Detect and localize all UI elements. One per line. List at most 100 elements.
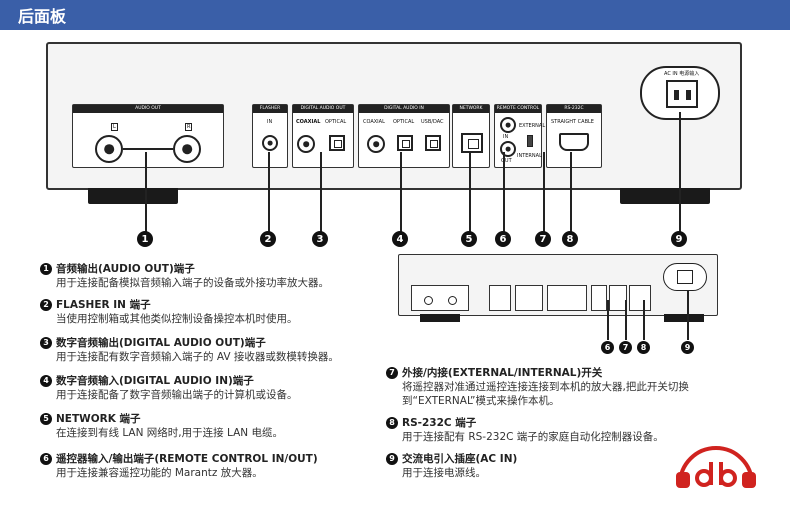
flasher-in-label: IN: [267, 119, 273, 125]
desc-7: 7 外接/内接(EXTERNAL/INTERNAL)开关 将遥控器对准通过遥控连接…: [386, 366, 746, 408]
ac-in-label: AC IN 电源输入: [664, 71, 700, 77]
network-module: NETWORK: [452, 104, 490, 168]
callout-8: 8: [562, 231, 578, 247]
callout-line-4: [400, 152, 402, 232]
mini-rear-panel: [398, 254, 718, 316]
mini-left-foot: [420, 314, 460, 322]
optical-out-label: OPTICAL: [325, 119, 347, 125]
desc-6-body: 用于连接兼容遥控功能的 Marantz 放大器。: [56, 467, 263, 479]
desc-1-num: 1: [40, 263, 52, 275]
audio-out-connector: [123, 148, 173, 150]
desc-2: 2 FLASHER IN 端子 当使用控制箱或其他类似控制设备操控本机时使用。: [40, 298, 298, 326]
network-port: [461, 133, 483, 153]
coaxial-out-label: COAXIAL: [296, 119, 321, 125]
flasher-module: FLASHER IN: [252, 104, 288, 168]
callout-line-6: [503, 152, 505, 232]
mini-ac-in: [663, 263, 707, 291]
section-header: 后面板: [0, 0, 790, 30]
callout-line-5: [469, 152, 471, 232]
callout-3: 3: [312, 231, 328, 247]
brand-logo-icon: [676, 446, 756, 488]
desc-1-body: 用于连接配备模拟音频输入端子的设备或外接功率放大器。: [56, 277, 329, 289]
audio-out-left-label: L: [111, 123, 118, 131]
section-title: 后面板: [18, 7, 67, 26]
digital-audio-in-module: DIGITAL AUDIO IN COAXIAL OPTICAL USB/DAC: [358, 104, 450, 168]
callout-4: 4: [392, 231, 408, 247]
desc-1-title: 音频输出(AUDIO OUT)端子: [56, 263, 195, 275]
audio-out-right-jack: [173, 135, 201, 163]
desc-6: 6 遥控器输入/输出端子(REMOTE CONTROL IN/OUT) 用于连接兼…: [40, 452, 318, 480]
desc-8-body: 用于连接配有 RS-232C 端子的家庭自动化控制器设备。: [402, 431, 664, 443]
mini-callout-8: 8: [637, 341, 650, 354]
callout-5: 5: [461, 231, 477, 247]
remote-in-jack: [500, 117, 516, 133]
desc-7-body: 将遥控器对准通过遥控连接连接到本机的放大器,把此开关切换到“EXTERNAL”模…: [402, 381, 689, 407]
desc-9-body: 用于连接电源线。: [402, 467, 486, 479]
rear-panel-diagram: AUDIO OUT L R FLASHER IN DIGITAL AUDIO O…: [46, 42, 742, 190]
internal-label: INTERNAL: [517, 153, 542, 159]
mini-callout-line-9: [687, 290, 689, 340]
desc-9-title: 交流电引入插座(AC IN): [402, 453, 518, 465]
desc-5-body: 在连接到有线 LAN 网络时,用于连接 LAN 电缆。: [56, 427, 283, 439]
flasher-label: FLASHER: [253, 105, 287, 113]
audio-out-right-label: R: [185, 123, 193, 131]
coaxial-in-label: COAXIAL: [363, 119, 385, 125]
rs232c-module: RS-232C STRAIGHT CABLE: [546, 104, 602, 168]
desc-9-num: 9: [386, 453, 398, 465]
desc-6-title: 遥控器输入/输出端子(REMOTE CONTROL IN/OUT): [56, 453, 318, 465]
mini-callout-line-8: [643, 300, 645, 340]
network-label: NETWORK: [453, 105, 489, 113]
flasher-jack: [262, 135, 278, 151]
optical-out-port: [329, 135, 345, 151]
mini-ports: [489, 285, 651, 311]
callout-2: 2: [260, 231, 276, 247]
audio-out-left-jack: [95, 135, 123, 163]
callout-line-3: [320, 152, 322, 232]
desc-4-title: 数字音频输入(DIGITAL AUDIO IN)端子: [56, 375, 254, 387]
ext-int-switch: [527, 135, 533, 147]
optical-in-label: OPTICAL: [393, 119, 415, 125]
rs232c-port: [559, 133, 589, 151]
callout-line-9: [679, 112, 681, 232]
desc-4-body: 用于连接配备了数字音频输出端子的计算机或设备。: [56, 389, 298, 401]
desc-5-num: 5: [40, 413, 52, 425]
right-foot: [620, 188, 710, 204]
ac-in-socket: AC IN 电源输入: [640, 66, 720, 120]
desc-6-num: 6: [40, 453, 52, 465]
desc-7-num: 7: [386, 367, 398, 379]
callout-line-8: [570, 152, 572, 232]
straight-cable-label: STRAIGHT CABLE: [551, 119, 594, 125]
desc-8-title: RS-232C 端子: [402, 417, 477, 429]
usb-dac-label: USB/DAC: [421, 119, 444, 125]
callout-1: 1: [137, 231, 153, 247]
remote-in-label: IN: [503, 134, 509, 140]
remote-control-label: REMOTE CONTROL: [495, 105, 541, 113]
desc-4-num: 4: [40, 375, 52, 387]
desc-3-body: 用于连接配有数字音频输入端子的 AV 接收器或数模转换器。: [56, 351, 339, 363]
desc-2-num: 2: [40, 299, 52, 311]
callout-9: 9: [671, 231, 687, 247]
callout-6: 6: [495, 231, 511, 247]
desc-8-num: 8: [386, 417, 398, 429]
audio-out-label: AUDIO OUT: [73, 105, 223, 113]
desc-4: 4 数字音频输入(DIGITAL AUDIO IN)端子 用于连接配备了数字音频输…: [40, 374, 298, 402]
desc-2-title: FLASHER IN 端子: [56, 299, 151, 311]
digital-audio-out-module: DIGITAL AUDIO OUT COAXIAL OPTICAL: [292, 104, 354, 168]
mini-callout-6: 6: [601, 341, 614, 354]
desc-5: 5 NETWORK 端子 在连接到有线 LAN 网络时,用于连接 LAN 电缆。: [40, 412, 283, 440]
desc-9: 9 交流电引入插座(AC IN) 用于连接电源线。: [386, 452, 517, 480]
callout-line-1: [145, 152, 147, 232]
ac-in-inlet: [666, 80, 698, 108]
desc-7-title: 外接/内接(EXTERNAL/INTERNAL)开关: [402, 367, 603, 379]
mini-right-foot: [664, 314, 704, 322]
external-label: EXTERNAL: [519, 123, 546, 129]
digital-audio-in-label: DIGITAL AUDIO IN: [359, 105, 449, 113]
desc-3-title: 数字音频输出(DIGITAL AUDIO OUT)端子: [56, 337, 266, 349]
mini-callout-9: 9: [681, 341, 694, 354]
usb-dac-port: [425, 135, 441, 151]
desc-1: 1 音频输出(AUDIO OUT)端子 用于连接配备模拟音频输入端子的设备或外接功…: [40, 262, 329, 290]
desc-2-body: 当使用控制箱或其他类似控制设备操控本机时使用。: [56, 313, 298, 325]
desc-5-title: NETWORK 端子: [56, 413, 141, 425]
coaxial-in-jack: [367, 135, 385, 153]
